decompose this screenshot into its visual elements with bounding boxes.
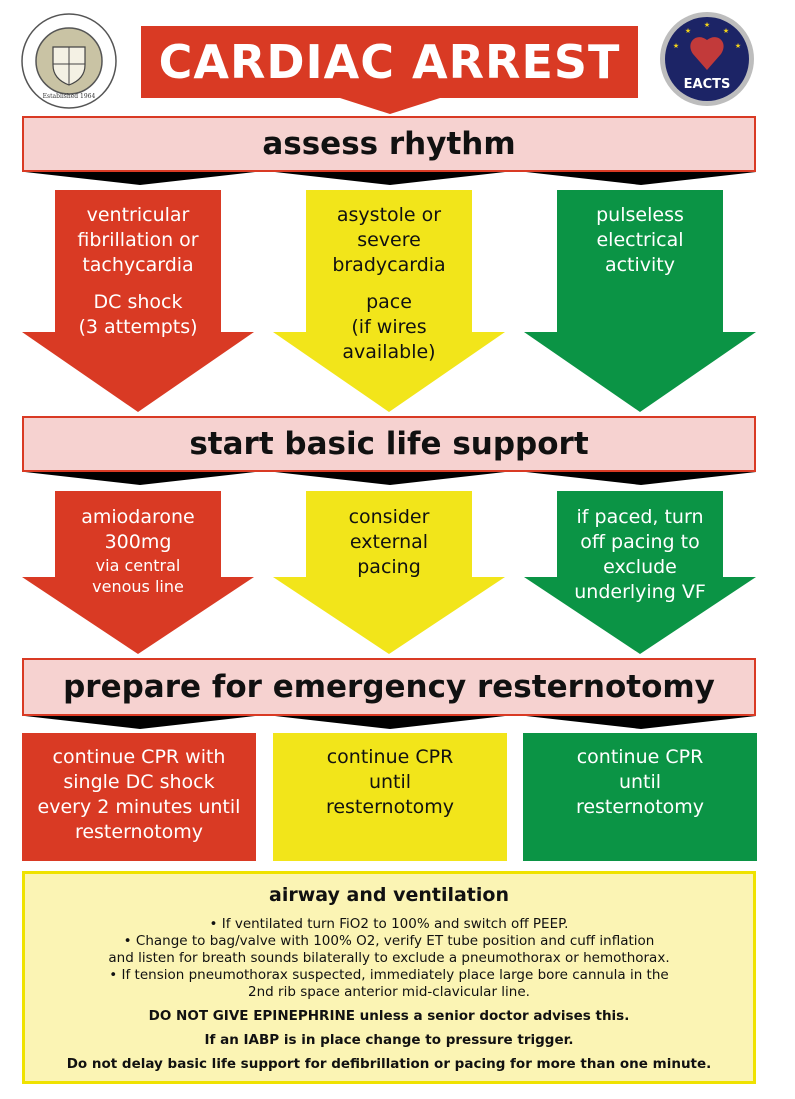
eacts-logo: EACTS ★ ★ ★ ★ ★: [658, 10, 756, 108]
cpr-green-panel: continue CPR until resternotomy: [523, 733, 757, 861]
pea-arrow: [524, 190, 756, 412]
airway-bullet: and listen for breath sounds bilaterally…: [108, 950, 670, 966]
chevron: [275, 716, 505, 729]
svg-text:★: ★: [704, 21, 710, 29]
sts-logo: Established 1964: [20, 12, 118, 110]
airway-bullet: • Change to bag/valve with 100% O2, veri…: [123, 933, 655, 949]
svg-text:★: ★: [685, 27, 691, 35]
amiodarone-label: amiodarone 300mg via central venous line: [81, 506, 195, 596]
cpr-yellow-panel: continue CPR until resternotomy: [273, 733, 507, 861]
chevron: [25, 172, 255, 185]
chevron: [25, 716, 255, 729]
svg-text:★: ★: [673, 42, 679, 50]
cpr-dc-shock-panel: continue CPR with single DC shock every …: [22, 733, 256, 861]
chevron: [526, 172, 756, 185]
turn-off-pacing-label: if paced, turn off pacing to exclude und…: [574, 506, 706, 603]
dc-shock-label: DC shock: [93, 291, 183, 313]
eacts-label: EACTS: [684, 77, 731, 92]
vf-label: ventricular fibrillation or tachycardia …: [55, 203, 221, 340]
external-pacing-arrow: [273, 491, 505, 654]
airway-ventilation-box: airway and ventilation • If ventilated t…: [22, 871, 756, 1084]
chevron: [275, 172, 505, 185]
chevron: [275, 472, 505, 485]
airway-heading: airway and ventilation: [269, 884, 509, 906]
turn-off-pacing-arrow: [524, 491, 756, 654]
airway-bullet: • If tension pneumothorax suspected, imm…: [109, 967, 669, 983]
chevron: [25, 472, 255, 485]
sts-established: Established 1964: [43, 93, 96, 100]
epinephrine-warning: DO NOT GIVE EPINEPHRINE unless a senior …: [148, 1008, 630, 1024]
asystole-label: asystole or severe bradycardia pace (if …: [306, 203, 472, 365]
assess-rhythm-band: assess rhythm: [22, 116, 756, 172]
external-pacing-label: consider external pacing: [348, 506, 430, 578]
airway-bullet: • If ventilated turn FiO2 to 100% and sw…: [209, 916, 569, 932]
chevron: [526, 716, 756, 729]
svg-text:★: ★: [723, 27, 729, 35]
iabp-warning: If an IABP is in place change to pressur…: [204, 1032, 574, 1048]
pace-label: pace: [366, 291, 412, 313]
bls-delay-warning: Do not delay basic life support for defi…: [66, 1056, 712, 1072]
page-title: CARDIAC ARREST: [141, 26, 638, 98]
pea-label: pulseless electrical activity: [596, 204, 684, 276]
asystole-arrow: [273, 190, 505, 412]
resternotomy-band: prepare for emergency resternotomy: [22, 658, 756, 716]
vf-arrow: [22, 190, 254, 412]
airway-bullet: 2nd rib space anterior mid-clavicular li…: [248, 984, 530, 1000]
svg-text:★: ★: [735, 42, 741, 50]
amiodarone-arrow: [22, 491, 254, 654]
bls-band: start basic life support: [22, 416, 756, 472]
title-pointer: [340, 98, 440, 114]
chevron: [526, 472, 756, 485]
